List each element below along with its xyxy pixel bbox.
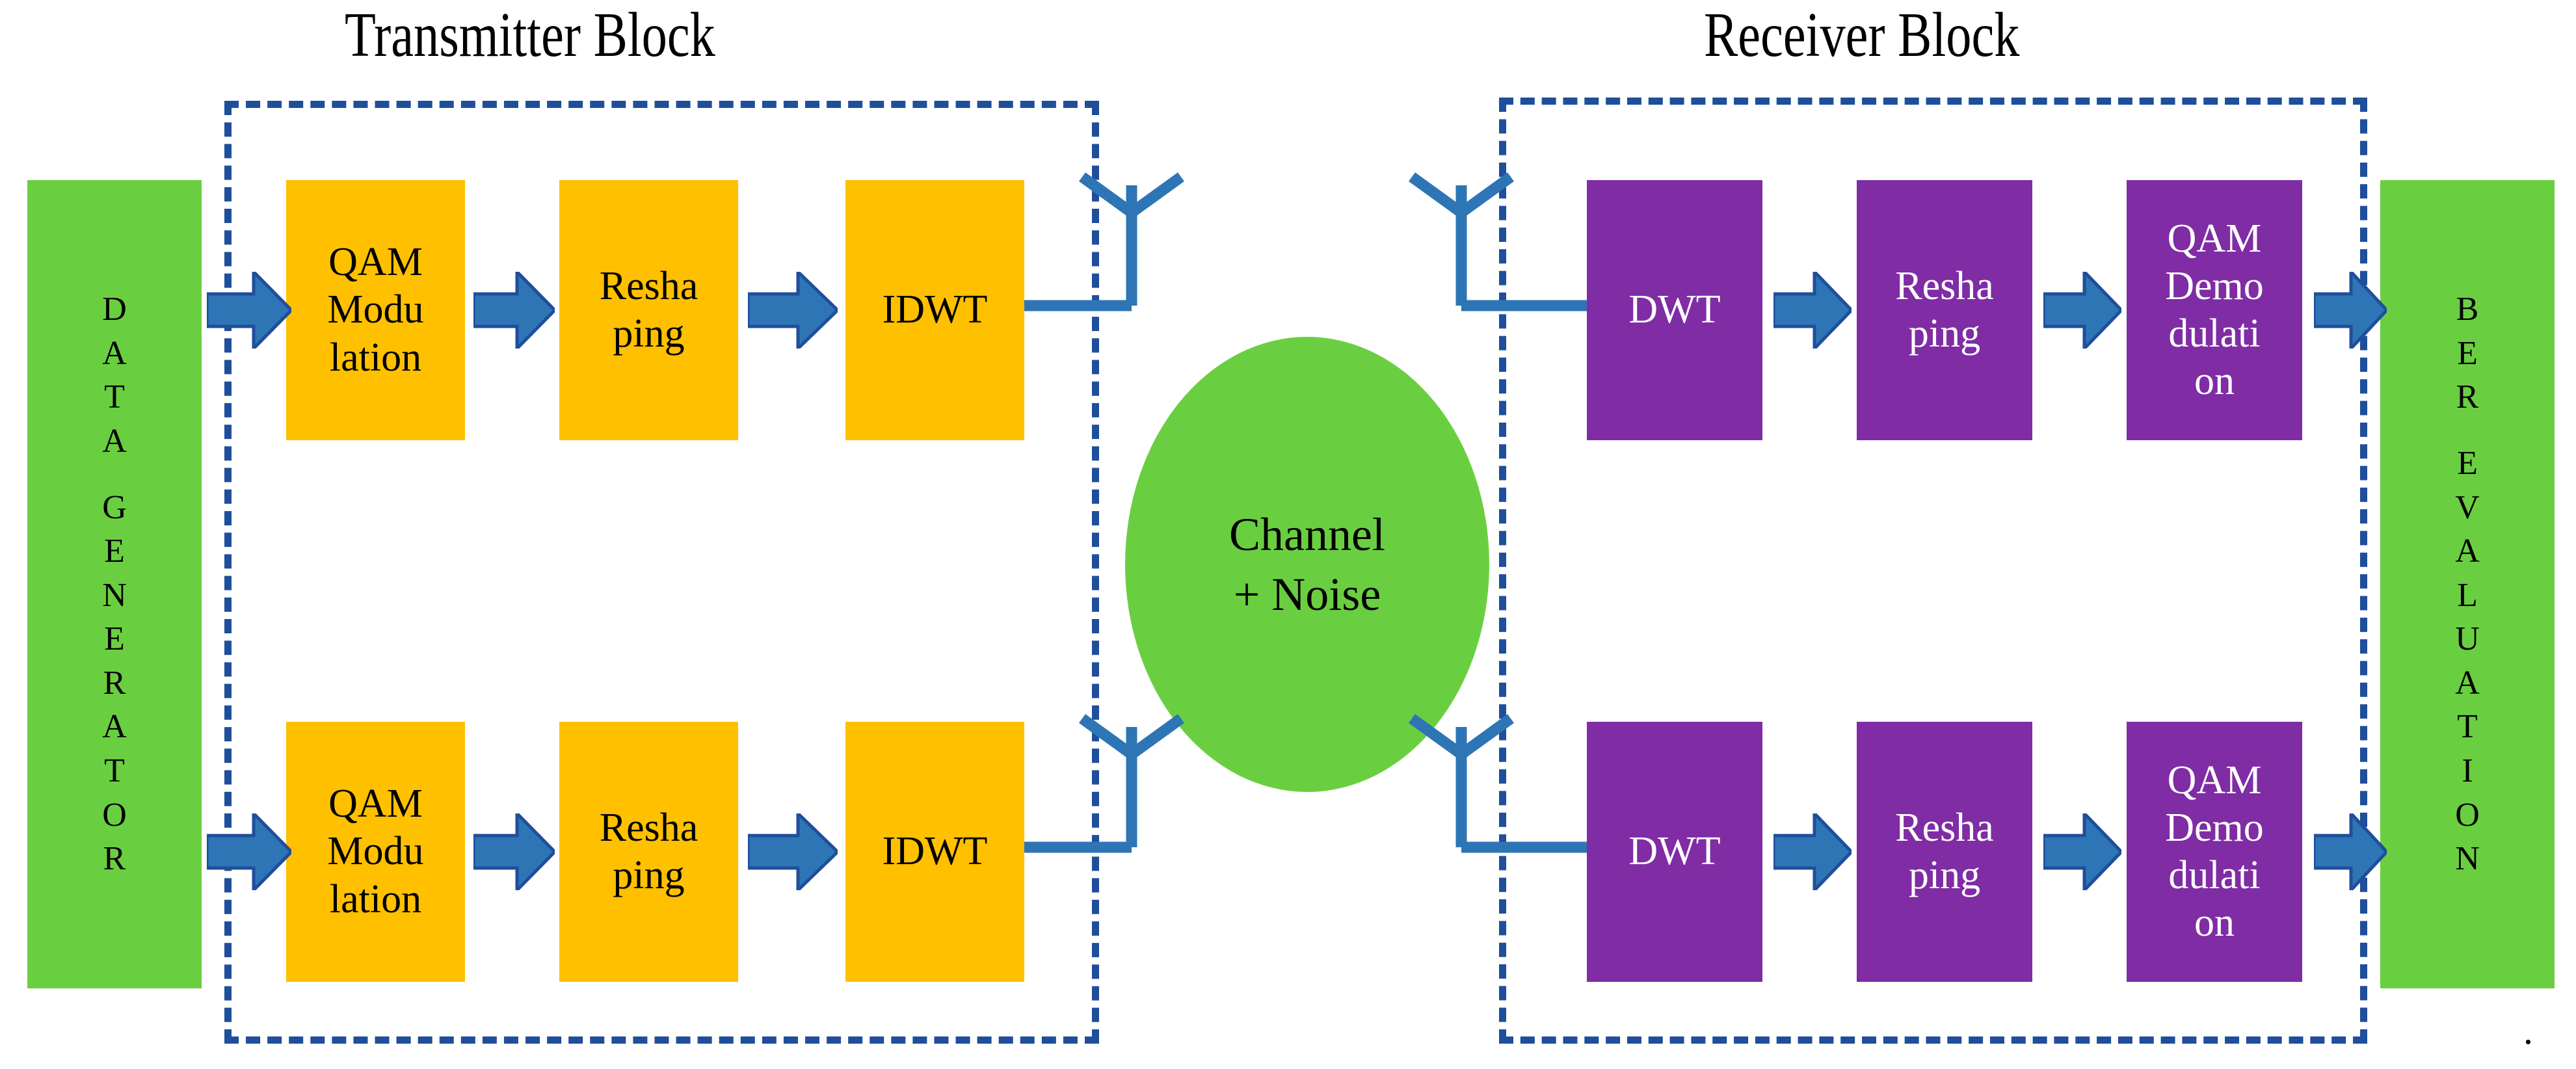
terminal-char: V — [2455, 488, 2480, 526]
block-label-line: DWT — [1628, 287, 1721, 332]
channel-noise-ellipse: Channel + Noise — [1125, 337, 1489, 792]
terminal-char: E — [2457, 334, 2478, 372]
data-generator-block: D A T A G E N E R A T O R — [27, 180, 202, 988]
block-label-line: ping — [1908, 853, 1981, 897]
terminal-char: E — [104, 620, 125, 658]
terminal-char: R — [103, 664, 126, 702]
block-label-line: on — [2194, 901, 2235, 945]
terminal-char: I — [2462, 752, 2473, 790]
block-label-line: Resha — [599, 805, 698, 850]
block-label-line: ping — [613, 853, 685, 897]
block-label-line: IDWT — [882, 287, 988, 332]
terminal-char: T — [2457, 708, 2478, 746]
terminal-char: U — [2455, 620, 2480, 658]
block-label-line: dulati — [2168, 853, 2261, 897]
transmitter-group-boundary — [224, 101, 1099, 1044]
block-label-line: QAM — [2167, 216, 2262, 261]
terminal-char: O — [2455, 796, 2480, 834]
terminal-char: N — [2455, 840, 2480, 878]
terminal-char: A — [102, 708, 127, 746]
rx-chain-2-qam-demodulation-block: QAM Demo dulati on — [2127, 722, 2302, 982]
terminal-char: E — [104, 533, 125, 570]
block-label-line: QAM — [2167, 758, 2262, 802]
rx-chain-1-reshaping-block: Resha ping — [1857, 180, 2032, 440]
terminal-char: R — [103, 840, 126, 878]
arrow-demod-to-ber-bottom — [2314, 813, 2387, 890]
ber-evaluation-block: B E R E V A L U A T I O N — [2380, 180, 2555, 988]
block-label-line: lation — [329, 335, 422, 380]
terminal-char: L — [2457, 576, 2478, 614]
terminal-char: A — [102, 334, 127, 372]
arrow-qam-to-reshaping-top — [473, 272, 555, 349]
block-label-line: lation — [329, 877, 422, 921]
receiver-block-title: Receiver Block — [1704, 0, 2020, 70]
block-label-line: Resha — [599, 263, 698, 308]
terminal-char: O — [102, 796, 127, 834]
block-label-line: IDWT — [882, 829, 988, 874]
terminal-char: R — [2456, 378, 2479, 416]
terminal-char: G — [102, 488, 127, 526]
terminal-char: A — [2455, 664, 2480, 702]
terminal-char: B — [2456, 291, 2479, 328]
arrow-reshaping-to-demod-top — [2043, 272, 2121, 349]
terminal-char: A — [102, 422, 127, 460]
arrow-datagen-to-qam-bottom — [207, 813, 291, 890]
tx-chain-2-qam-modulation-block: QAM Modu lation — [286, 722, 465, 982]
rx-chain-2-reshaping-block: Resha ping — [1857, 722, 2032, 982]
block-label-line: dulati — [2168, 311, 2261, 356]
block-label-line: QAM — [328, 240, 423, 285]
channel-label-line: + Noise — [1233, 568, 1381, 620]
block-label-line: Modu — [327, 829, 424, 874]
terminal-char: E — [2457, 444, 2478, 482]
block-label-line: QAM — [328, 782, 423, 826]
trailing-period: . — [2523, 1009, 2533, 1052]
terminal-char: T — [104, 378, 125, 416]
arrow-datagen-to-qam-top — [207, 272, 291, 349]
block-label-line: on — [2194, 359, 2235, 404]
block-label-line: Resha — [1895, 805, 1994, 850]
tx-chain-2-reshaping-block: Resha ping — [559, 722, 738, 982]
channel-label-line: Channel — [1229, 508, 1385, 561]
block-label-line: Demo — [2165, 805, 2264, 850]
tx-chain-1-idwt-block: IDWT — [845, 180, 1024, 440]
terminal-char: A — [2455, 533, 2480, 570]
block-label-line: ping — [1908, 311, 1981, 356]
rx-chain-1-qam-demodulation-block: QAM Demo dulati on — [2127, 180, 2302, 440]
terminal-char: D — [102, 291, 127, 328]
block-label-line: ping — [613, 311, 685, 356]
terminal-char: T — [104, 752, 125, 790]
receiver-group-boundary — [1499, 98, 2367, 1044]
arrow-reshaping-to-idwt-bottom — [748, 813, 838, 890]
tx-chain-1-reshaping-block: Resha ping — [559, 180, 738, 440]
arrow-dwt-to-reshaping-bottom — [1773, 813, 1852, 890]
block-label-line: Modu — [327, 287, 424, 332]
block-label-line: Demo — [2165, 263, 2264, 308]
arrow-reshaping-to-demod-bottom — [2043, 813, 2121, 890]
arrow-qam-to-reshaping-bottom — [473, 813, 555, 890]
arrow-reshaping-to-idwt-top — [748, 272, 838, 349]
block-label-line: DWT — [1628, 829, 1721, 874]
block-label-line: Resha — [1895, 263, 1994, 308]
tx-chain-2-idwt-block: IDWT — [845, 722, 1024, 982]
arrow-demod-to-ber-top — [2314, 272, 2387, 349]
transmitter-block-title: Transmitter Block — [345, 0, 715, 70]
arrow-dwt-to-reshaping-top — [1773, 272, 1852, 349]
rx-chain-1-dwt-block: DWT — [1587, 180, 1762, 440]
rx-chain-2-dwt-block: DWT — [1587, 722, 1762, 982]
tx-chain-1-qam-modulation-block: QAM Modu lation — [286, 180, 465, 440]
terminal-char: N — [102, 576, 127, 614]
